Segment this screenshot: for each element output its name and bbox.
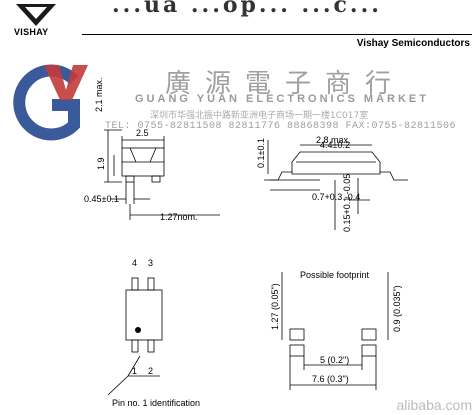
footprint-dim-5: 5 (0.2") xyxy=(320,355,350,365)
site-watermark: alibaba.com xyxy=(396,397,473,413)
dim-0-45: 0.45±0.1 xyxy=(84,194,119,204)
dim-2-5: 2.5 xyxy=(136,128,149,138)
dim-0-1: 0.1±0.1 xyxy=(256,138,266,168)
footprint-dim-0-9: 0.9 (0.035") xyxy=(392,285,402,332)
pin1-identification-label: Pin no. 1 identification xyxy=(112,398,201,408)
dim-2-1-max: 2.1 max. xyxy=(94,77,104,112)
watermark-address: 深圳市华强北振中路新亚洲电子商场一期一楼1C017室 xyxy=(150,111,369,121)
pin-3-label: 3 xyxy=(148,258,154,268)
dim-1-9: 1.9 xyxy=(96,157,106,170)
watermark-tel: TEL: 0755-82811508 82811776 88868398 FAX… xyxy=(105,121,457,132)
front-view-body xyxy=(291,151,381,175)
dim-4-4: 4.4±0.2 xyxy=(320,140,350,150)
pin-2-label: 2 xyxy=(148,366,154,376)
dim-0-15: 0.15+0.1 -0.05 xyxy=(342,173,352,232)
footprint-title: Possible footprint xyxy=(300,270,370,280)
dim-0-7: 0.7+0.3 -0.4 xyxy=(312,192,361,202)
watermark-cn-name: 廣源電子商行 xyxy=(165,69,406,99)
watermark-en-name: GUANG YUAN ELECTRONICS MARKET xyxy=(135,93,429,105)
footprint-dim-7-6: 7.6 (0.3") xyxy=(312,374,349,384)
pin-1-label: 1 xyxy=(132,366,138,376)
pin-4-label: 4 xyxy=(132,258,138,268)
vishay-logo-icon xyxy=(16,4,56,26)
guangyuan-logo-icon xyxy=(13,64,88,141)
company-name: Vishay Semiconductors xyxy=(356,38,470,49)
dim-2-8-max: 2.8 max. xyxy=(316,135,351,145)
header-rule xyxy=(82,34,472,35)
dim-1-27-nom: 1.27nom. xyxy=(160,212,198,222)
top-view-body xyxy=(125,289,163,341)
pin1-marker xyxy=(135,327,141,333)
footprint-dim-1-27: 1.27 (0.05") xyxy=(270,283,280,330)
vishay-logo-text: VISHAY xyxy=(14,27,49,37)
document-title-fragment: ...ua ...op... ...c... xyxy=(112,0,382,18)
